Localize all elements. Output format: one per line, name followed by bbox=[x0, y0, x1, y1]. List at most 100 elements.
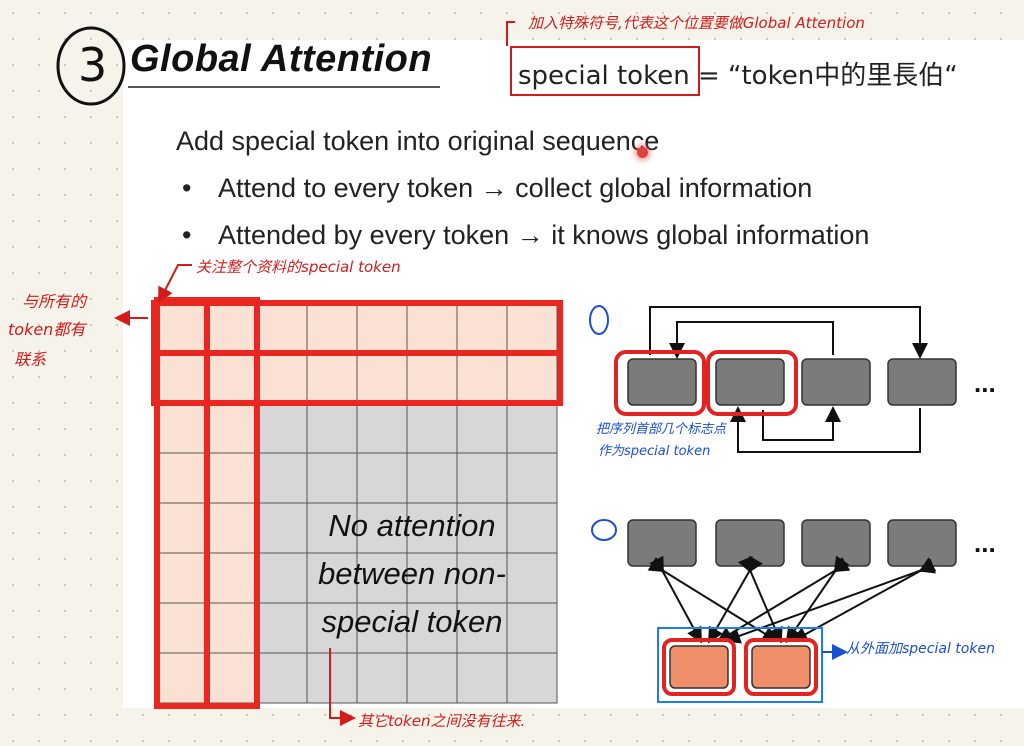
grid-cell-special bbox=[256, 352, 308, 404]
special-row-highlight bbox=[151, 350, 563, 406]
grid-cell-special bbox=[156, 452, 208, 504]
section-number-circle bbox=[56, 26, 126, 106]
special-col-highlight bbox=[204, 297, 260, 709]
grid-cell-special bbox=[506, 302, 558, 354]
grid-cell-special bbox=[156, 352, 208, 404]
grid-cell bbox=[406, 402, 458, 454]
grid-cell-special bbox=[206, 502, 258, 554]
grid-cell bbox=[356, 602, 408, 654]
grid-top-arrow bbox=[158, 264, 192, 304]
grid-cell-special bbox=[206, 302, 258, 354]
grid-cell bbox=[506, 402, 558, 454]
bullet-dot-icon: • bbox=[182, 173, 192, 203]
diagram-2 bbox=[591, 519, 957, 703]
grid-label-line-3: special token bbox=[321, 604, 503, 639]
diagram-1-special-highlight-2 bbox=[706, 350, 798, 416]
grid-cell bbox=[456, 652, 508, 704]
diagram-1-token-node bbox=[715, 358, 785, 406]
diagram-1-token-node bbox=[887, 358, 957, 406]
grid-cell-special bbox=[406, 302, 458, 354]
bullet-2: • Attended by every token → it knows glob… bbox=[182, 220, 869, 251]
grid-cell bbox=[506, 502, 558, 554]
grid-cell bbox=[306, 602, 358, 654]
diagram-1-note-line-2: 作为special token bbox=[598, 444, 711, 459]
grid-top-note: 关注整个资料的special token bbox=[196, 258, 401, 276]
grid-cell bbox=[456, 402, 508, 454]
bottom-note: 其它token之间没有往来. bbox=[358, 712, 526, 730]
diagram-1-number: 1 bbox=[596, 306, 597, 307]
grid-cell-special bbox=[206, 402, 258, 454]
grid-cell bbox=[406, 552, 458, 604]
left-note-line-2: token都有 bbox=[8, 320, 86, 339]
grid-cell bbox=[506, 552, 558, 604]
grid-cell bbox=[356, 652, 408, 704]
grid-cell-special bbox=[306, 352, 358, 404]
diagram-2-special-token-node bbox=[751, 645, 811, 689]
grid-cell-special bbox=[156, 302, 208, 354]
grid-cell bbox=[306, 552, 358, 604]
left-note-line-3: 联系 bbox=[14, 350, 47, 369]
grid-cell bbox=[506, 602, 558, 654]
grid-cell bbox=[256, 502, 308, 554]
bullet-2-text: Attended by every token → it knows globa… bbox=[218, 220, 870, 250]
diagram-2-token-node bbox=[887, 519, 957, 567]
slide-title: Global Attention bbox=[130, 38, 433, 80]
grid-cell bbox=[356, 552, 408, 604]
grid-cell-special bbox=[356, 302, 408, 354]
grid-cell-special bbox=[206, 602, 258, 654]
top-handwritten-note: 加入特殊符号,代表这个位置要做Global Attention bbox=[528, 14, 865, 32]
grid-cell-special bbox=[406, 352, 458, 404]
special-token-term: special token bbox=[518, 61, 690, 91]
grid-cell bbox=[306, 502, 358, 554]
attention-grid bbox=[151, 297, 563, 709]
diagram-1-number-circle bbox=[589, 305, 609, 335]
grid-cell-special bbox=[206, 452, 258, 504]
section-number: 3 bbox=[78, 38, 108, 92]
grid-cell bbox=[256, 402, 308, 454]
diagram-1-token-node bbox=[801, 358, 871, 406]
diagram-1-token-node bbox=[627, 358, 697, 406]
special-token-meaning: = “token中的里長伯“ bbox=[697, 61, 958, 91]
grid-cell-special bbox=[206, 552, 258, 604]
grid-cell bbox=[506, 452, 558, 504]
diagram-2-token-node bbox=[627, 519, 697, 567]
diagram-1-ellipsis: ... bbox=[974, 368, 996, 398]
diagram-2-note: 从外面加special token bbox=[846, 641, 995, 657]
grid-cell bbox=[356, 502, 408, 554]
left-note-line-1: 与所有的 bbox=[22, 292, 87, 311]
bullet-1: • Attend to every token → collect global … bbox=[182, 173, 812, 204]
grid-cell-special bbox=[256, 302, 308, 354]
grid-cell-special bbox=[506, 352, 558, 404]
laser-pointer-dot bbox=[637, 147, 648, 158]
bullet-dot-icon: • bbox=[182, 220, 192, 250]
grid-label-line-1: No attention bbox=[328, 508, 496, 543]
grid-cell-special bbox=[156, 552, 208, 604]
grid-cell bbox=[306, 402, 358, 454]
diagram-2-special-token-node bbox=[669, 645, 729, 689]
diagram-1-special-highlight-1 bbox=[614, 350, 706, 416]
grid-cell-special bbox=[156, 652, 208, 704]
grid-cell-special bbox=[156, 502, 208, 554]
grid-cell-special bbox=[156, 602, 208, 654]
diagram-1 bbox=[589, 305, 957, 453]
special-token-highlight-box bbox=[510, 46, 700, 96]
grid-cell bbox=[456, 552, 508, 604]
grid-cell bbox=[456, 452, 508, 504]
grid-cell-special bbox=[206, 652, 258, 704]
grid-cell bbox=[356, 402, 408, 454]
bottom-note-arrow bbox=[329, 648, 356, 726]
diagram-2-token-node bbox=[801, 519, 871, 567]
grid-cell bbox=[256, 452, 308, 504]
diagram-2-added-tokens-box bbox=[657, 627, 823, 703]
grid-label-line-2: between non- bbox=[318, 556, 506, 591]
grid-cell bbox=[256, 652, 308, 704]
grid-cell bbox=[506, 652, 558, 704]
grid-cell bbox=[356, 452, 408, 504]
grid-cell bbox=[406, 652, 458, 704]
diagram-2-number-circle bbox=[591, 519, 617, 541]
bullet-1-text: Attend to every token → collect global i… bbox=[218, 173, 813, 203]
diagram-2-ellipsis: ... bbox=[974, 528, 996, 558]
grid-cell bbox=[406, 502, 458, 554]
top-note-arrow bbox=[506, 21, 515, 46]
